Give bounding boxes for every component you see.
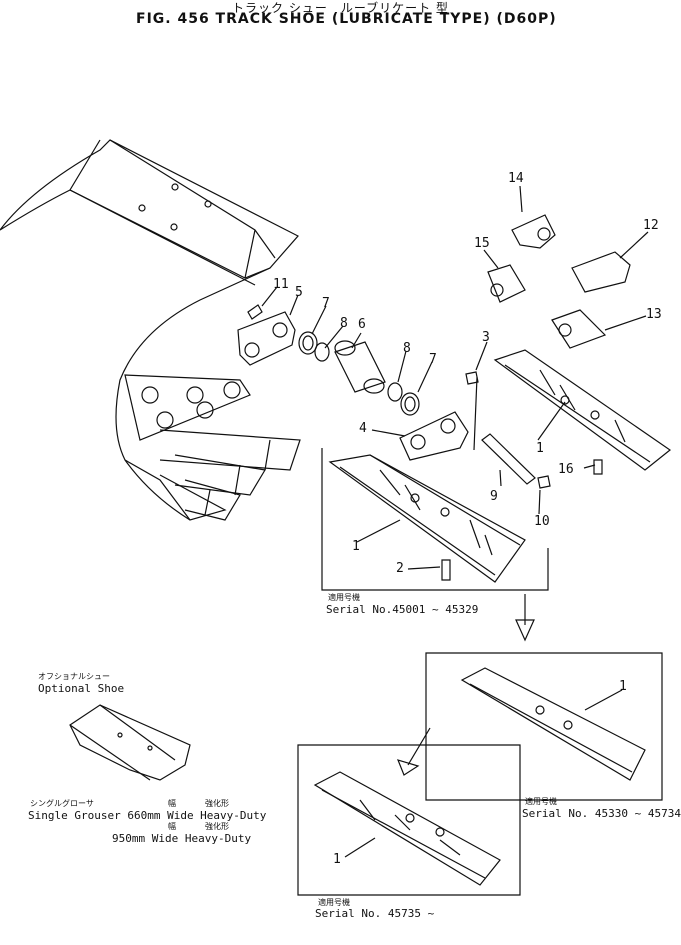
bolt-part-2 [442,560,450,580]
callout-11: 11 [273,277,289,292]
bushing-part-6 [335,341,385,393]
callout-3: 3 [482,330,490,345]
serial-3-label-jp: 適用号機 [318,898,350,907]
serial-2: Serial No. 45330 ~ 45734 [522,807,681,820]
row1-width-jp: 幅 [168,799,176,808]
plug-part-10 [538,476,550,488]
track-shoe-variant-3 [315,772,500,885]
track-shoe-variant-2 [462,668,645,780]
optional-shoe-drawing [70,705,190,780]
callout-15: 15 [474,236,490,251]
optional-shoe-label-jp: オフショナルシュー [38,672,110,681]
callout-1c: 1 [619,679,627,694]
pin-part-9 [482,434,535,484]
callout-8: 8 [340,316,348,331]
track-assembly-drawing [0,140,300,520]
callout-4: 4 [359,421,367,436]
link-part-5 [238,312,295,365]
serial-1: Serial No.45001 ~ 45329 [326,603,479,616]
single-grouser-660: Single Grouser 660mm Wide Heavy-Duty [28,809,267,822]
serial-3: Serial No. 45735 ~ [315,907,435,920]
bolt-part-11 [248,305,262,319]
serial-1-label-jp: 適用号機 [328,593,360,602]
callout-5: 5 [295,285,303,300]
serial-box-3 [298,745,520,895]
track-shoe-part-1 [330,455,525,582]
row1-heavy-jp: 強化形 [205,799,229,808]
callout-9: 9 [490,489,498,504]
arrow-down-2 [398,728,430,775]
serial-bracket-1 [322,448,548,590]
row2-heavy-jp: 強化形 [205,822,229,831]
callout-16: 16 [558,462,574,477]
callout-14: 14 [508,171,524,186]
callout-1b: 1 [352,539,360,554]
callout-10: 10 [534,514,550,529]
callout-1a: 1 [536,441,544,456]
optional-shoe-label: Optional Shoe [38,682,125,695]
part-12 [572,252,630,292]
callout-7: 7 [322,296,330,311]
callout-6: 6 [358,317,366,332]
row2-width-jp: 幅 [168,822,176,831]
title-japanese: トラック シュー ルーブリケート 型 [232,1,449,15]
single-grouser-jp: シングルグローサ [30,799,94,808]
figure-title: FIG. 456 TRACK SHOE (LUBRICATE TYPE) (D6… [136,11,557,27]
seal-part-8 [388,383,402,401]
serial-box-2 [426,653,662,800]
serial-2-label-jp: 適用号機 [525,797,557,806]
link-part-4 [400,412,468,460]
track-shoe-part-1-upper [495,350,670,470]
callout-13: 13 [646,307,662,322]
part-14 [512,215,555,248]
part-13 [552,310,605,348]
callout-12: 12 [643,218,659,233]
arrow-down-1 [516,594,534,640]
single-grouser-950: 950mm Wide Heavy-Duty [112,832,252,845]
callout-2: 2 [396,561,404,576]
callout-1d: 1 [333,852,341,867]
callout-7b: 7 [429,352,437,367]
bolt-part-16 [594,460,602,474]
nut-part-3 [466,372,478,384]
part-15 [488,265,525,302]
seal-part-7 [299,332,317,354]
callout-8b: 8 [403,341,411,356]
